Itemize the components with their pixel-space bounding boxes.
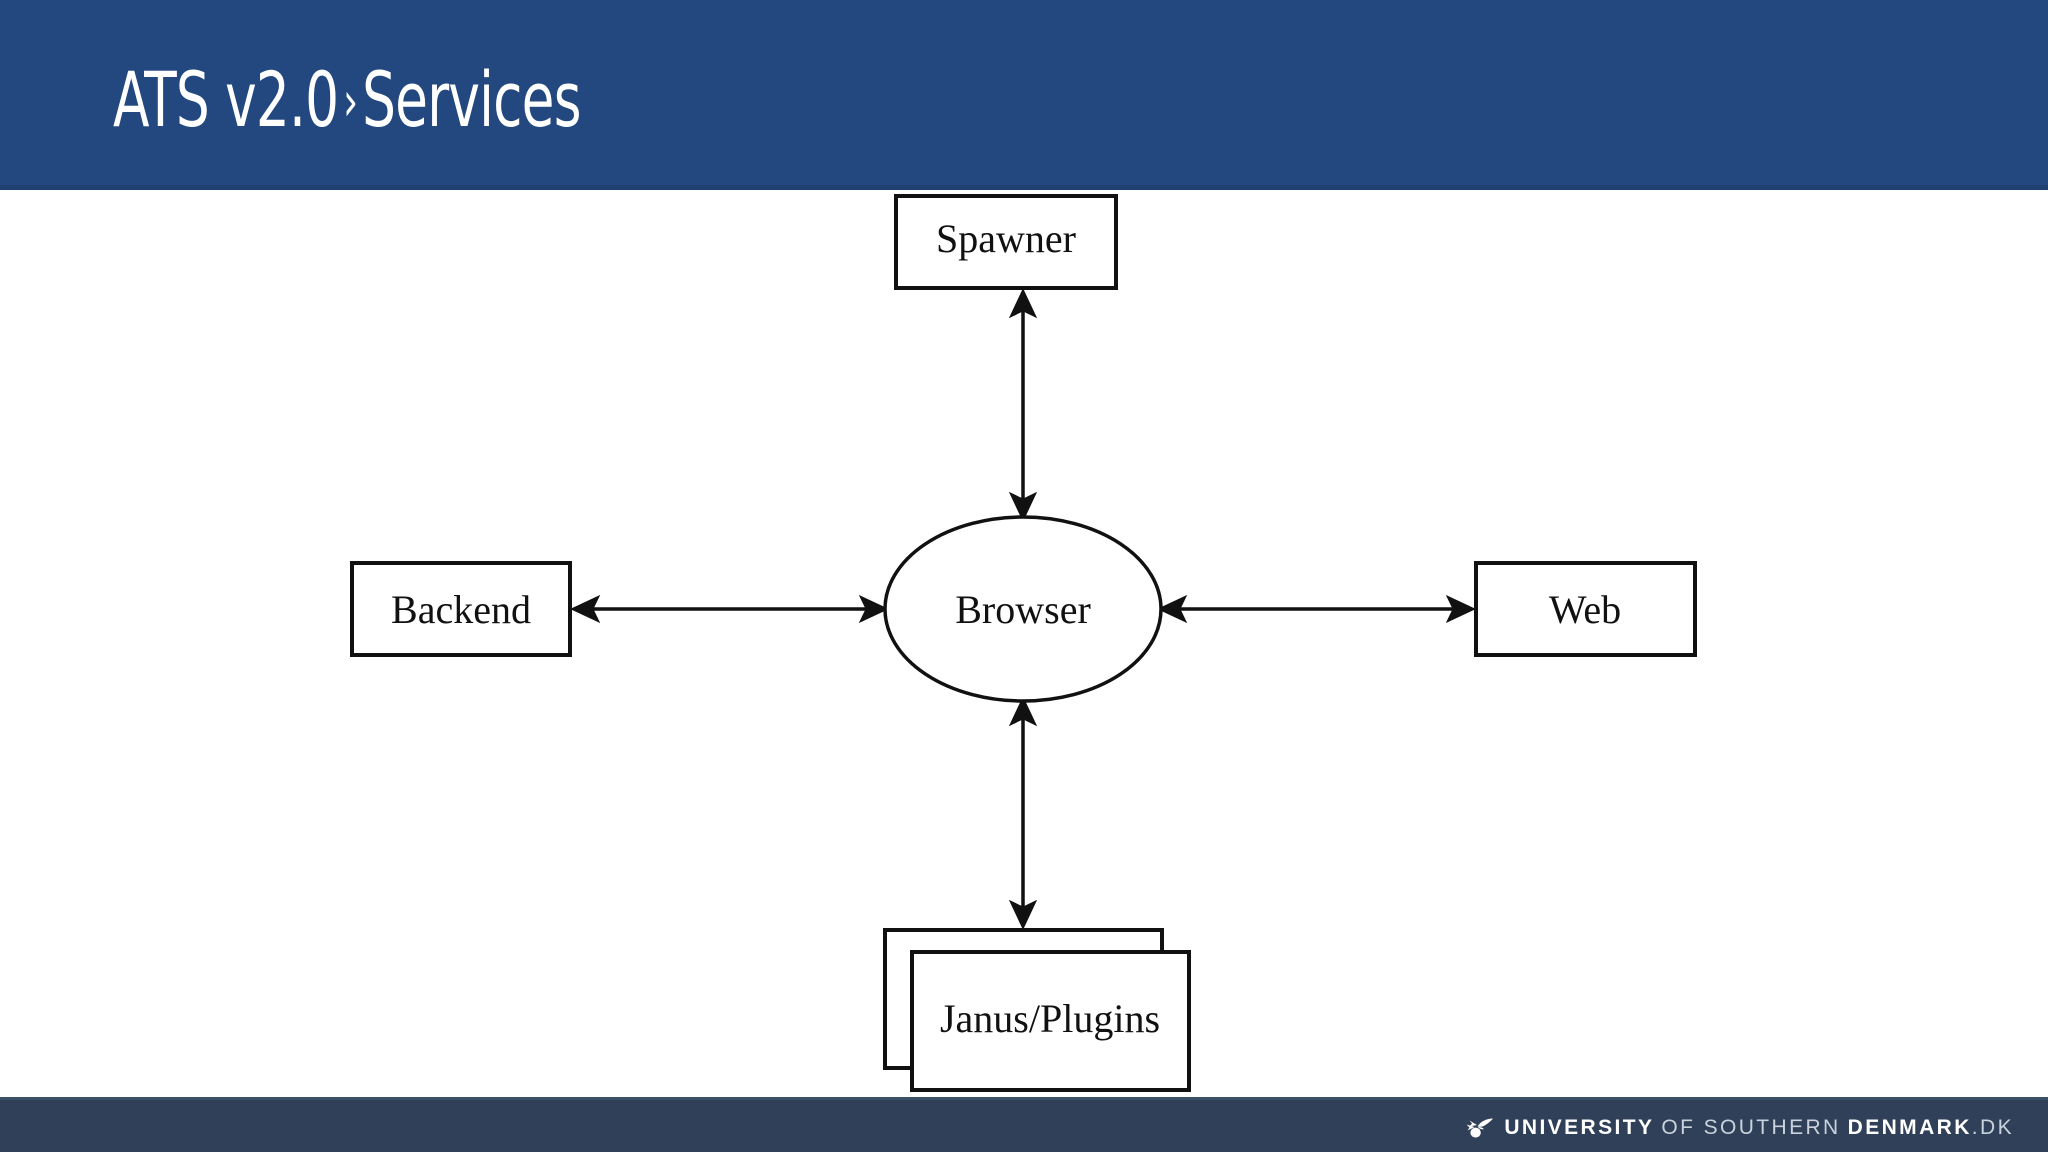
title-main: ATS v2.0 (113, 55, 339, 144)
backend-box (350, 561, 572, 657)
web-label: Web (1549, 587, 1621, 632)
browser-ellipse (883, 515, 1163, 703)
diagram-node-janus-plugins[interactable]: Janus/Plugins (883, 928, 1191, 1092)
browser-label: Browser (955, 587, 1091, 632)
services-architecture-diagram: Spawner Backend Web Browser Janus/Plugin… (350, 194, 1697, 1092)
page-title: ATS v2.0›Services (113, 62, 582, 138)
brand-of-southern: OF SOUTHERN (1661, 1115, 1841, 1139)
diagram-node-web[interactable]: Web (1474, 561, 1697, 657)
diagram-edges (570, 288, 1476, 930)
spawner-label: Spawner (936, 216, 1076, 261)
diagram-node-spawner[interactable]: Spawner (894, 194, 1118, 290)
janus-plugins-label: Janus/Plugins (940, 996, 1160, 1041)
web-box (1474, 561, 1697, 657)
janus-plugins-front-box (910, 950, 1191, 1092)
slide-header: ATS v2.0›Services (0, 0, 2048, 190)
sdu-leaf-logo-icon (1466, 1118, 1494, 1138)
title-sub: Services (362, 55, 581, 144)
sdu-brand: UNIVERSITY OF SOUTHERN DENMARK.DK (1465, 1100, 2014, 1155)
brand-university: UNIVERSITY (1504, 1115, 1655, 1139)
chevron-right-icon: › (343, 70, 358, 133)
diagram-canvas: Spawner Backend Web Browser Janus/Plugin… (0, 190, 2048, 1097)
backend-label: Backend (391, 587, 531, 632)
sdu-brand-text: UNIVERSITY OF SOUTHERN DENMARK.DK (1504, 1116, 2014, 1140)
brand-denmark: DENMARK (1847, 1115, 1972, 1139)
spawner-box (894, 194, 1118, 290)
brand-tld: .DK (1971, 1115, 2014, 1139)
slide-footer: UNIVERSITY OF SOUTHERN DENMARK.DK (0, 1097, 2048, 1152)
diagram-node-backend[interactable]: Backend (350, 561, 572, 657)
diagram-node-browser[interactable]: Browser (883, 515, 1163, 703)
